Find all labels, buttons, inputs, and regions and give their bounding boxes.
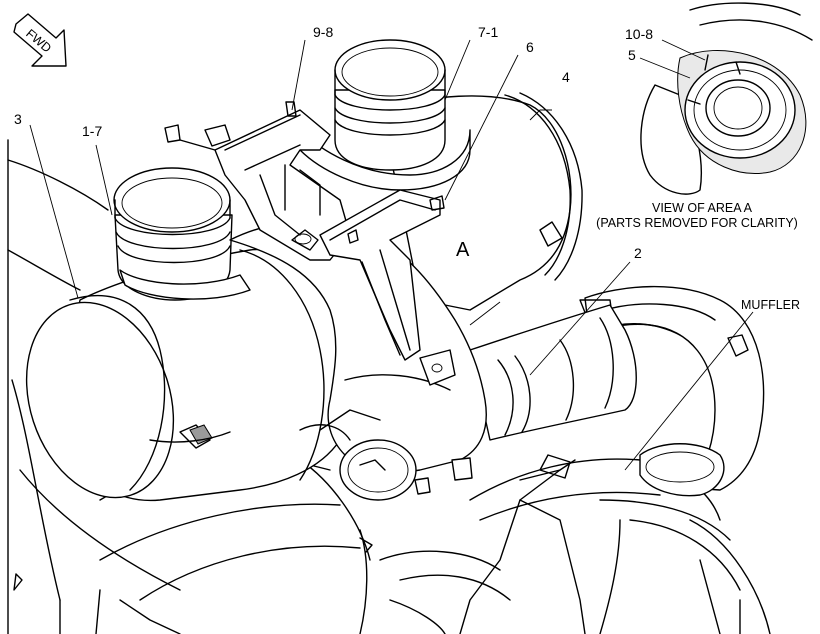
leader-lines bbox=[29, 39, 754, 471]
callout-9-8: 9-8 bbox=[313, 24, 333, 40]
callout-muffler: MUFFLER bbox=[741, 298, 800, 312]
outlet-ring bbox=[339, 439, 473, 501]
view-caption-line2: (PARTS REMOVED FOR CLARITY) bbox=[596, 216, 798, 230]
callout-5: 5 bbox=[628, 47, 636, 63]
callout-2: 2 bbox=[634, 245, 642, 261]
callout-7-1: 7-1 bbox=[478, 24, 498, 40]
area-a-inset bbox=[640, 2, 813, 195]
callout-6: 6 bbox=[526, 39, 534, 55]
callout-3: 3 bbox=[14, 111, 22, 127]
fwd-arrow bbox=[13, 13, 67, 67]
bracket-9-8 bbox=[164, 101, 351, 261]
view-caption-line1: VIEW OF AREA A bbox=[652, 201, 753, 215]
inlet-1-7 bbox=[113, 167, 251, 301]
exhaust-elbow bbox=[579, 285, 765, 497]
callout-10-8: 10-8 bbox=[625, 26, 653, 42]
area-a-letter: A bbox=[456, 239, 470, 261]
callout-1-7: 1-7 bbox=[82, 123, 102, 139]
callout-4: 4 bbox=[562, 69, 570, 85]
support-6 bbox=[319, 189, 456, 386]
pipe-2 bbox=[469, 304, 637, 441]
air-cleaner-3 bbox=[25, 248, 356, 502]
inlet-7-1 bbox=[299, 39, 471, 191]
